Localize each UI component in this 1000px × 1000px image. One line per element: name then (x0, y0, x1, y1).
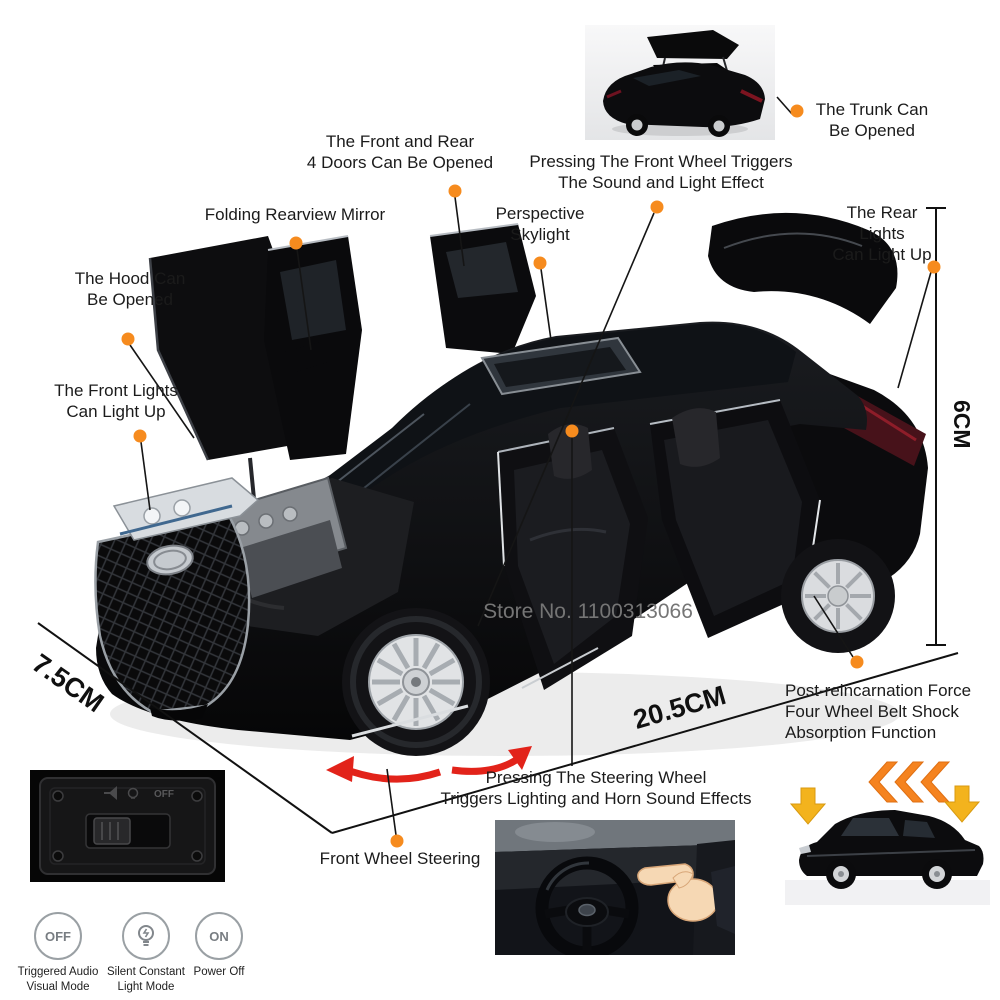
lightbulb-icon (138, 925, 154, 946)
mode-caption-triggered-audio: Triggered Audio Visual Mode (17, 966, 99, 993)
off-mode-icon: OFF (34, 912, 82, 960)
trunk-lid (647, 30, 739, 59)
callout-front-wheel-steering: Front Wheel Steering (319, 849, 481, 868)
mode-power-off: ON Power Off (176, 912, 262, 980)
bulb-mode-icon (122, 912, 170, 960)
callout-hood: The Hood Can Be Opened (74, 269, 186, 310)
off-mode-icon-label: OFF (45, 928, 71, 944)
rear-window (633, 70, 701, 86)
callout-shock-absorption: Post-reincarnation Force Four Wheel Belt… (785, 681, 972, 743)
callout-front-lights: The Front Lights Can Light Up (54, 381, 178, 422)
rear-wheel (781, 539, 895, 653)
on-mode-icon: ON (195, 912, 243, 960)
pointing-hand (637, 863, 735, 934)
callout-front-rear-doors: The Front and Rear 4 Doors Can Be Opened (306, 132, 494, 173)
mode-caption-power-off: Power Off (193, 966, 245, 978)
power-switch (85, 813, 171, 849)
callout-trunk: The Trunk Can Be Opened (815, 100, 929, 141)
folded-rearview-mirror (284, 342, 328, 388)
battery-compartment-photo: OFF (30, 770, 225, 882)
callout-rearview-mirror: Folding Rearview Mirror (204, 205, 386, 224)
store-watermark: Store No. 1100313066 (483, 600, 693, 623)
steering-wheel (535, 856, 639, 955)
mode-triggered-audio-visual: OFF Triggered Audio Visual Mode (2, 912, 114, 995)
mode-silent-constant-light: Silent Constant Light Mode (92, 912, 200, 995)
height-dimension-label: 6CM (949, 400, 975, 449)
steering-wheel-photo (495, 820, 735, 955)
callout-skylight: Perspective Skylight (495, 204, 585, 245)
front-headlight (112, 477, 260, 541)
on-mode-icon-label: ON (209, 928, 229, 944)
mode-caption-silent-light: Silent Constant Light Mode (107, 966, 185, 993)
trunk-open-photo (585, 25, 775, 140)
shock-absorption-photo (785, 760, 990, 905)
switch-off-marking: OFF (154, 789, 174, 800)
callout-front-wheel-sound: Pressing The Front Wheel Triggers The So… (529, 152, 793, 193)
callout-rear-lights: The Rear Lights Can Light Up (832, 203, 932, 265)
greenhouse (305, 323, 796, 506)
callout-steering-wheel-sound: Pressing The Steering Wheel Triggers Lig… (440, 768, 752, 809)
open-trunk-lid (708, 212, 898, 324)
brand-badge (146, 544, 194, 576)
